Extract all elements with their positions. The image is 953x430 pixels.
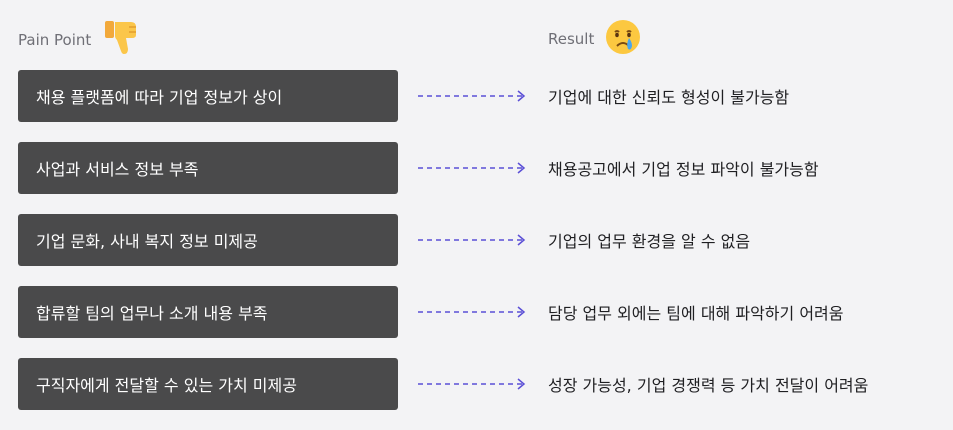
pain-point-text: 합류할 팀의 업무나 소개 내용 부족 [36,304,268,323]
pain-point-box: 사업과 서비스 정보 부족 [18,142,398,194]
list-item: 합류할 팀의 업무나 소개 내용 부족 담당 업무 외에는 팀에 대해 파악하기… [18,286,843,338]
pain-point-header: Pain Point [18,18,141,62]
dashed-arrow-icon [418,90,526,102]
pain-point-box: 기업 문화, 사내 복지 정보 미제공 [18,214,398,266]
dashed-arrow-icon [418,234,526,246]
result-text: 채용공고에서 기업 정보 파악이 불가능함 [548,160,819,179]
pain-point-box: 구직자에게 전달할 수 있는 가치 미제공 [18,358,398,410]
result-text: 기업의 업무 환경을 알 수 없음 [548,232,751,251]
crying-face-icon [604,18,642,60]
result-label: Result [548,30,595,48]
list-item: 구직자에게 전달할 수 있는 가치 미제공 성장 가능성, 기업 경쟁력 등 가… [18,358,868,410]
list-item: 기업 문화, 사내 복지 정보 미제공 기업의 업무 환경을 알 수 없음 [18,214,750,266]
dashed-arrow-icon [418,378,526,390]
pain-point-text: 사업과 서비스 정보 부족 [36,160,199,179]
pain-point-text: 기업 문화, 사내 복지 정보 미제공 [36,232,258,251]
pain-result-list: 채용 플랫폼에 따라 기업 정보가 상이 기업에 대한 신뢰도 형성이 불가능함… [18,70,868,430]
result-text: 담당 업무 외에는 팀에 대해 파악하기 어려움 [548,304,844,323]
list-item: 채용 플랫폼에 따라 기업 정보가 상이 기업에 대한 신뢰도 형성이 불가능함 [18,70,789,122]
result-text: 기업에 대한 신뢰도 형성이 불가능함 [548,88,790,107]
dashed-arrow-icon [418,162,526,174]
list-item: 사업과 서비스 정보 부족 채용공고에서 기업 정보 파악이 불가능함 [18,142,819,194]
thumbs-down-icon [101,18,141,62]
result-header: Result [548,18,642,60]
pain-point-label: Pain Point [18,31,92,49]
pain-point-text: 채용 플랫폼에 따라 기업 정보가 상이 [36,88,283,107]
pain-point-text: 구직자에게 전달할 수 있는 가치 미제공 [36,376,297,395]
pain-point-box: 합류할 팀의 업무나 소개 내용 부족 [18,286,398,338]
pain-point-box: 채용 플랫폼에 따라 기업 정보가 상이 [18,70,398,122]
dashed-arrow-icon [418,306,526,318]
result-text: 성장 가능성, 기업 경쟁력 등 가치 전달이 어려움 [548,376,869,395]
